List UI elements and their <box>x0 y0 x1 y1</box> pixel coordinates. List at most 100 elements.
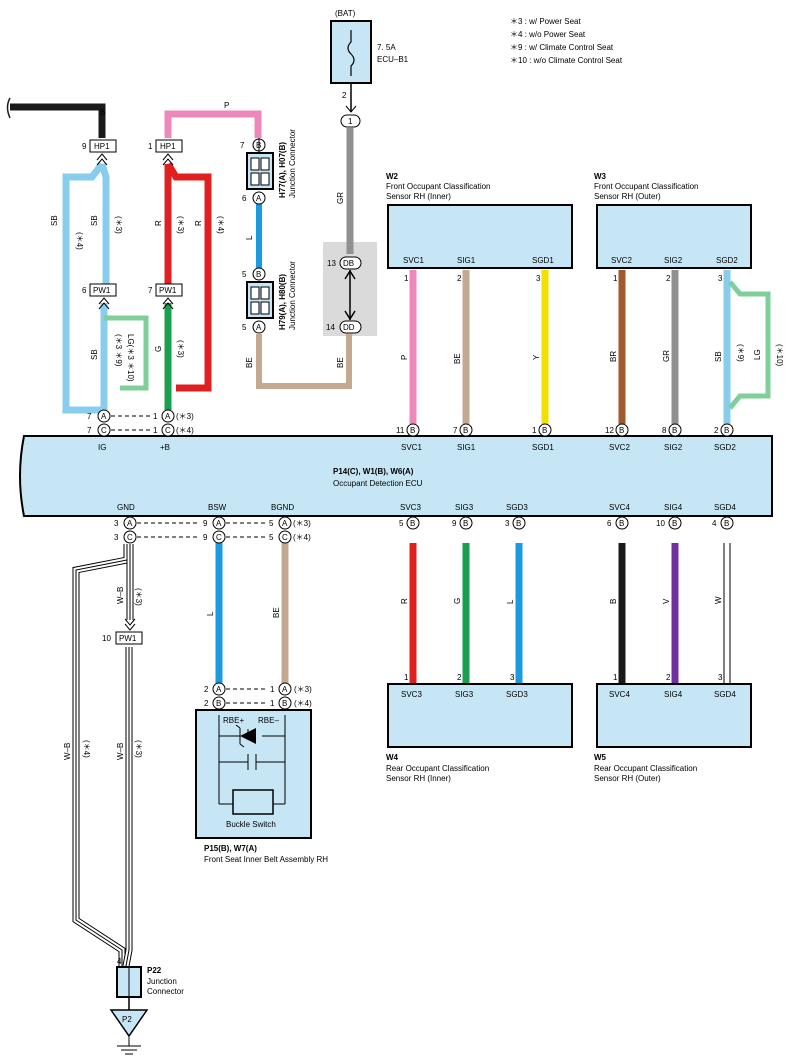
svg-text:B: B <box>724 426 729 435</box>
svg-text:7: 7 <box>240 141 245 150</box>
ecu-subtitle: Occupant Detection ECU <box>333 479 423 488</box>
svg-text:W3: W3 <box>594 172 607 181</box>
svg-text:A: A <box>282 685 288 694</box>
svg-text:B: B <box>619 426 624 435</box>
svg-text:B: B <box>672 519 677 528</box>
zener-diode-icon <box>240 728 256 744</box>
wire-b-top <box>10 103 106 138</box>
svg-text:C: C <box>165 426 171 435</box>
svg-text:7: 7 <box>87 426 92 435</box>
svg-text:SGD3: SGD3 <box>506 690 528 699</box>
svg-text:SIG2: SIG2 <box>664 256 683 265</box>
svg-text:H77(A), H07(B): H77(A), H07(B) <box>278 142 287 198</box>
svg-text:1: 1 <box>153 426 158 435</box>
svg-text:A: A <box>256 194 262 203</box>
bat-label: (BAT) <box>335 9 356 18</box>
svg-text:SGD1: SGD1 <box>532 256 554 265</box>
connector-hp1-left: 9 HP1 <box>82 139 117 166</box>
svg-text:B: B <box>516 519 521 528</box>
svg-text:1: 1 <box>270 685 275 694</box>
svg-text:P: P <box>224 101 229 110</box>
svg-text:SVC1: SVC1 <box>403 256 424 265</box>
svg-text:SGD3: SGD3 <box>506 503 528 512</box>
svg-text:5: 5 <box>269 533 274 542</box>
svg-text:1: 1 <box>613 673 618 682</box>
junction-h77: 7 B 6 A H77(A), H07(B) Junction Connecto… <box>240 129 297 205</box>
svg-text:SVC3: SVC3 <box>401 690 422 699</box>
svg-text:(＊4): (＊4) <box>294 699 312 708</box>
svg-text:DD: DD <box>343 323 355 332</box>
svg-text:(＊3): (＊3) <box>176 340 185 358</box>
svg-text:1: 1 <box>404 673 409 682</box>
svg-text:SVC2: SVC2 <box>609 443 630 452</box>
svg-text:C: C <box>216 533 222 542</box>
svg-text:SIG2: SIG2 <box>664 443 683 452</box>
svg-text:SB: SB <box>714 351 723 362</box>
svg-text:W4: W4 <box>386 753 399 762</box>
svg-text:GR: GR <box>336 192 345 204</box>
svg-text:C: C <box>282 533 288 542</box>
svg-text:Y: Y <box>532 354 541 360</box>
svg-text:2: 2 <box>204 685 209 694</box>
connector-pw1-gnd: 10 PW1 <box>102 618 143 645</box>
svg-text:Rear Occupant Classification: Rear Occupant Classification <box>386 764 489 773</box>
svg-text:12: 12 <box>605 426 614 435</box>
svg-text:1: 1 <box>404 274 409 283</box>
svg-text:BE: BE <box>453 353 462 364</box>
svg-text:9: 9 <box>203 533 208 542</box>
svg-text:Junction Connector: Junction Connector <box>288 129 297 198</box>
svg-text:A: A <box>216 685 222 694</box>
svg-text:Rear Occupant Classification: Rear Occupant Classification <box>594 764 697 773</box>
svg-text:SGD4: SGD4 <box>714 503 736 512</box>
svg-text:V: V <box>662 598 671 604</box>
svg-text:2: 2 <box>666 274 671 283</box>
svg-text:C: C <box>101 426 107 435</box>
svg-text:B: B <box>609 599 618 604</box>
svg-text:1: 1 <box>532 426 537 435</box>
svg-text:R: R <box>194 220 203 226</box>
svg-text:SVC4: SVC4 <box>609 503 630 512</box>
svg-text:SIG1: SIG1 <box>457 256 476 265</box>
svg-text:(＊10): (＊10) <box>775 344 784 367</box>
fuse-rating: 7. 5A <box>377 43 396 52</box>
svg-text:B: B <box>672 426 677 435</box>
junction-h79: 5 B 5 A H79(A), H80(B) Junction Connecto… <box>242 261 297 334</box>
svg-text:Sensor RH (Outer): Sensor RH (Outer) <box>594 774 661 783</box>
svg-text:BSW: BSW <box>208 503 227 512</box>
svg-text:G: G <box>453 598 462 604</box>
svg-text:SB: SB <box>90 215 99 226</box>
svg-text:P15(B), W7(A): P15(B), W7(A) <box>204 844 257 853</box>
svg-text:Connector: Connector <box>147 987 184 996</box>
svg-text:A: A <box>165 412 171 421</box>
svg-text:SIG4: SIG4 <box>664 690 683 699</box>
svg-text:RBE–: RBE– <box>258 716 279 725</box>
svg-text:14: 14 <box>326 323 335 332</box>
svg-text:BE: BE <box>245 357 254 368</box>
wire-sgd2-lg <box>728 280 771 410</box>
notes-legend: ＊3 : w/ Power Seat ＊4 : w/o Power Seat ＊… <box>510 17 623 65</box>
svg-text:Junction Connector: Junction Connector <box>288 261 297 330</box>
svg-text:8: 8 <box>662 426 667 435</box>
ground-triangle-icon <box>109 1009 149 1038</box>
buckle-switch-icon <box>232 789 274 815</box>
svg-text:A: A <box>127 519 133 528</box>
svg-text:Front Occupant Classification: Front Occupant Classification <box>594 182 699 191</box>
connector-pw1-right: 7 PW1 <box>148 283 183 310</box>
svg-text:1: 1 <box>348 117 353 126</box>
svg-text:(＊4): (＊4) <box>176 426 194 435</box>
svg-text:BE: BE <box>272 607 281 618</box>
svg-text:PW1: PW1 <box>159 286 177 295</box>
gnd-wire-labels: W–B (＊3) W–B (＊4) W–B (＊3) <box>63 587 143 760</box>
fuse-icon <box>347 30 355 76</box>
connector-pw1-left: 6 PW1 <box>82 283 117 310</box>
svg-text:5: 5 <box>399 519 404 528</box>
svg-text:SVC3: SVC3 <box>400 503 421 512</box>
wire-gnd <box>72 544 134 967</box>
connector-hp1-right: 1 HP1 <box>148 139 183 166</box>
wire-labels-left: B P SB (＊4) SB (＊3) R (＊3) R (＊4) SB (＊3… <box>50 101 345 382</box>
svg-text:B: B <box>282 699 287 708</box>
svg-text:7: 7 <box>453 426 458 435</box>
svg-text:HP1: HP1 <box>160 142 176 151</box>
svg-text:5: 5 <box>242 270 247 279</box>
svg-text:1: 1 <box>270 699 275 708</box>
